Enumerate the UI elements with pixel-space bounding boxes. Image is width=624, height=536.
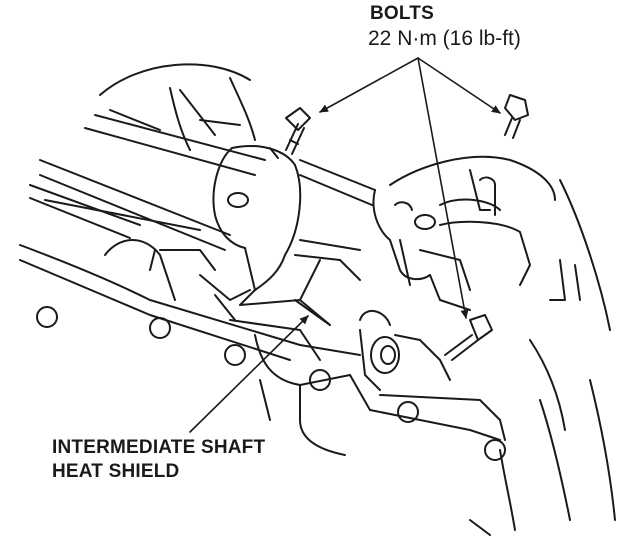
heat-shield-callout-line1: INTERMEDIATE SHAFT	[52, 437, 266, 458]
bolts-torque-spec: 22 N·m (16 lb-ft)	[368, 27, 521, 50]
bolts-callout-title: BOLTS	[370, 3, 434, 24]
bolt-upper-right	[504, 94, 529, 139]
bolt-lower	[444, 314, 493, 361]
heat-shield-leader-line	[189, 315, 309, 433]
intermediate-shaft	[29, 114, 266, 251]
engine-block-outline	[99, 63, 256, 151]
heat-shield-callout-line2: HEAT SHIELD	[52, 461, 180, 482]
bolt-upper-left	[285, 107, 311, 155]
bolts-leader-lines	[319, 57, 501, 319]
right-side-structure	[469, 179, 616, 536]
heat-shield-part	[212, 144, 376, 326]
lower-bracket-frame	[19, 239, 506, 461]
mounting-bracket	[359, 155, 556, 391]
